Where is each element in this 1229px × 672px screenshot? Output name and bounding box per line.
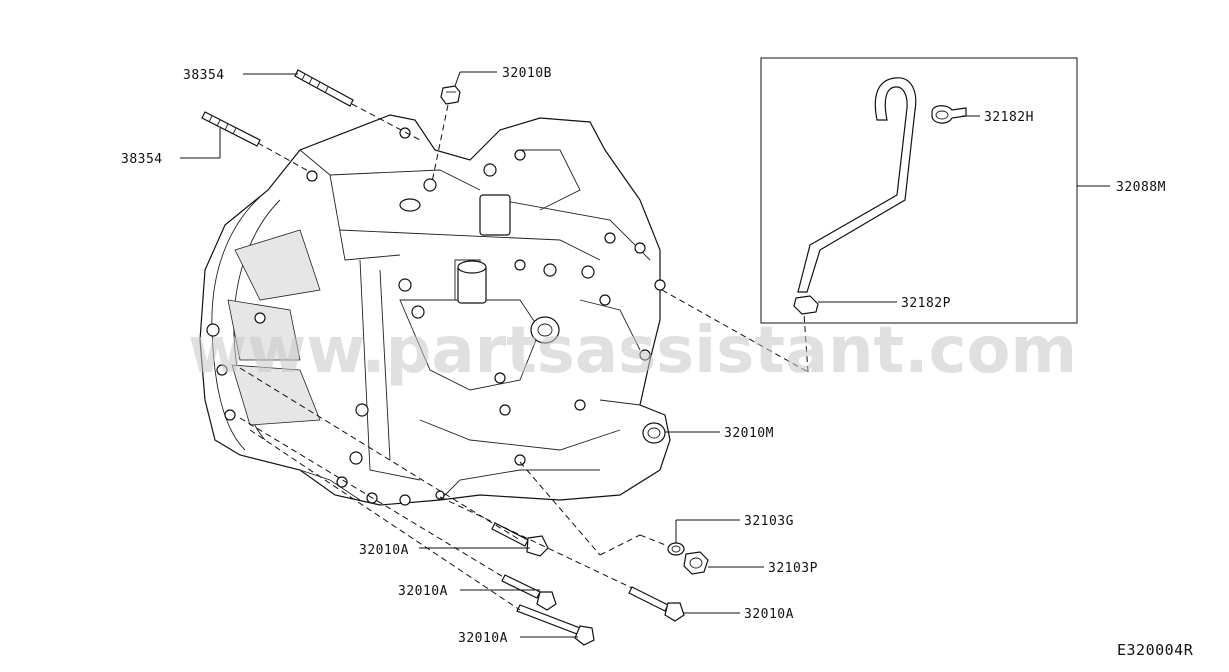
- leader-lines: [180, 71, 1110, 638]
- assembly-lines: [239, 103, 809, 611]
- label-32010a-mid: 32010A: [398, 584, 448, 599]
- label-32010b: 32010B: [502, 66, 552, 81]
- stud-38354-upper[interactable]: [294, 69, 354, 107]
- watermark-text: www.partsassistant.com: [188, 314, 1077, 388]
- label-32088m: 32088M: [1116, 180, 1166, 195]
- label-32103g: 32103G: [744, 514, 794, 529]
- washer-32103g[interactable]: [667, 542, 685, 556]
- drain-plug-32103p[interactable]: [683, 551, 709, 575]
- label-38354-upper: 38354: [183, 68, 225, 83]
- label-38354-lower: 38354: [121, 152, 163, 167]
- bolt-32010a-bottom[interactable]: [516, 604, 595, 646]
- stud-38354-lower[interactable]: [201, 111, 261, 147]
- label-32010a-left: 32010A: [359, 543, 409, 558]
- bolt-32010a-mid[interactable]: [501, 574, 557, 611]
- label-32010m: 32010M: [724, 426, 774, 441]
- label-32182p: 32182P: [901, 296, 951, 311]
- bolt-32010a-right[interactable]: [628, 586, 685, 622]
- label-32103p: 32103P: [768, 561, 818, 576]
- figure-code: E320004R: [1117, 641, 1194, 659]
- label-32010a-bottom: 32010A: [458, 631, 508, 646]
- hose-assembly-box[interactable]: [760, 57, 1078, 324]
- transmission-housing[interactable]: [199, 114, 671, 506]
- label-32182h: 32182H: [984, 110, 1034, 125]
- plug-32010b[interactable]: [440, 85, 461, 105]
- label-32010a-right: 32010A: [744, 607, 794, 622]
